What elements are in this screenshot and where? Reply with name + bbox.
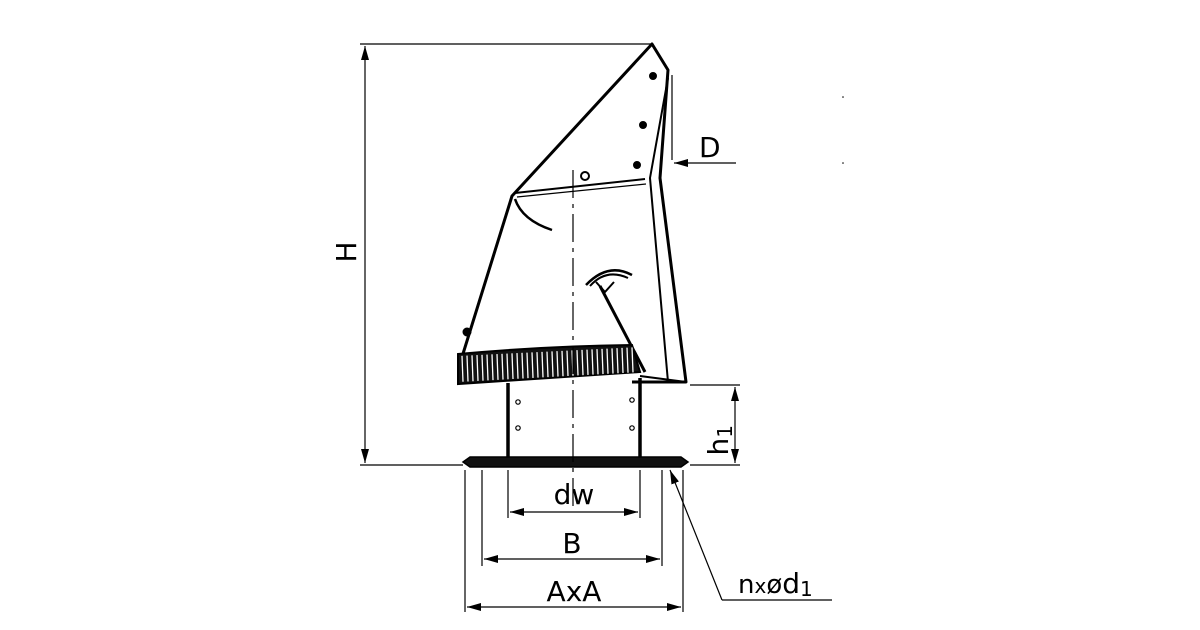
collar-rib: [556, 351, 559, 377]
collar-rib: [536, 352, 539, 378]
label-h1-sub: 1: [713, 425, 737, 438]
bolt-hole: [515, 425, 521, 431]
label-hole-spec: nxød1: [738, 567, 813, 601]
collar-rib: [471, 355, 474, 382]
collar-rib: [476, 355, 479, 381]
collar-rib: [511, 353, 514, 380]
label-AxA: AxA: [547, 575, 602, 608]
label-d-sub: 1: [800, 577, 813, 601]
stray-dot: [842, 96, 844, 98]
label-n: n: [738, 570, 754, 600]
collar-rib: [616, 348, 619, 374]
collar-rib: [601, 348, 604, 375]
rivet: [639, 121, 647, 129]
collar-rib: [606, 348, 609, 374]
collar-rib: [516, 353, 519, 379]
collar-rib: [481, 354, 484, 381]
label-dw: dw: [554, 478, 595, 511]
collar-rib: [596, 349, 599, 375]
base-flange: [461, 456, 690, 468]
collar-band: [457, 343, 642, 386]
lid-fold-line-2: [516, 183, 647, 198]
label-D: D: [699, 131, 721, 164]
label-h1-main: h: [702, 438, 735, 456]
rod: [598, 285, 647, 373]
collar-rib: [541, 351, 544, 378]
spring-curve-top: [513, 198, 553, 232]
collar-rib: [496, 354, 499, 380]
lid-fold-line: [514, 178, 646, 194]
cowl-body: [460, 42, 688, 384]
label-d: d: [782, 567, 800, 600]
dimension-lines: [360, 43, 832, 612]
collar-rib: [461, 355, 464, 382]
collar-rib: [486, 354, 489, 381]
collar-rib: [526, 352, 529, 379]
collar-rib: [491, 354, 494, 381]
collar-rib: [546, 351, 549, 378]
collar-rib: [581, 349, 584, 376]
collar-rib: [566, 350, 569, 377]
collar-rib: [501, 353, 504, 380]
rivet: [633, 161, 641, 169]
label-H: H: [330, 241, 363, 262]
stray-dot: [842, 162, 844, 164]
collar-rib: [466, 355, 469, 382]
rivet: [462, 327, 472, 337]
collar-ribs: [461, 347, 634, 382]
spring-curve-lower-2: [589, 273, 629, 287]
label-B: B: [562, 527, 581, 560]
corrugated-collar: [457, 343, 687, 386]
spring-curve-lower: [585, 269, 633, 286]
hood-inner-edge: [649, 77, 669, 383]
bolt-hole: [629, 425, 635, 431]
collar-rib: [626, 347, 629, 373]
collar-rib: [611, 348, 614, 374]
hole-leader-diagonal: [669, 469, 723, 601]
svg-text:h1: h1: [702, 425, 737, 455]
collar-rib: [531, 352, 534, 378]
rod-fork: [595, 281, 615, 293]
collar-rib: [521, 352, 524, 379]
collar-rib: [506, 353, 509, 380]
collar-rib: [631, 347, 634, 373]
collar-rib: [576, 350, 579, 376]
label-x: x: [754, 574, 766, 598]
rivet: [649, 72, 657, 80]
collar-bottom-line: [639, 375, 687, 383]
rivet-open: [580, 171, 590, 181]
collar-rib: [591, 349, 594, 375]
collar-rib: [621, 347, 624, 374]
label-h1: h1: [702, 425, 737, 455]
collar-rib: [561, 350, 564, 377]
label-phi: ø: [766, 570, 782, 600]
bolt-hole: [629, 397, 635, 403]
bolt-hole: [515, 399, 521, 405]
collar-rib: [586, 349, 589, 375]
duct-pipe: [506, 378, 642, 457]
collar-rib: [551, 351, 554, 377]
